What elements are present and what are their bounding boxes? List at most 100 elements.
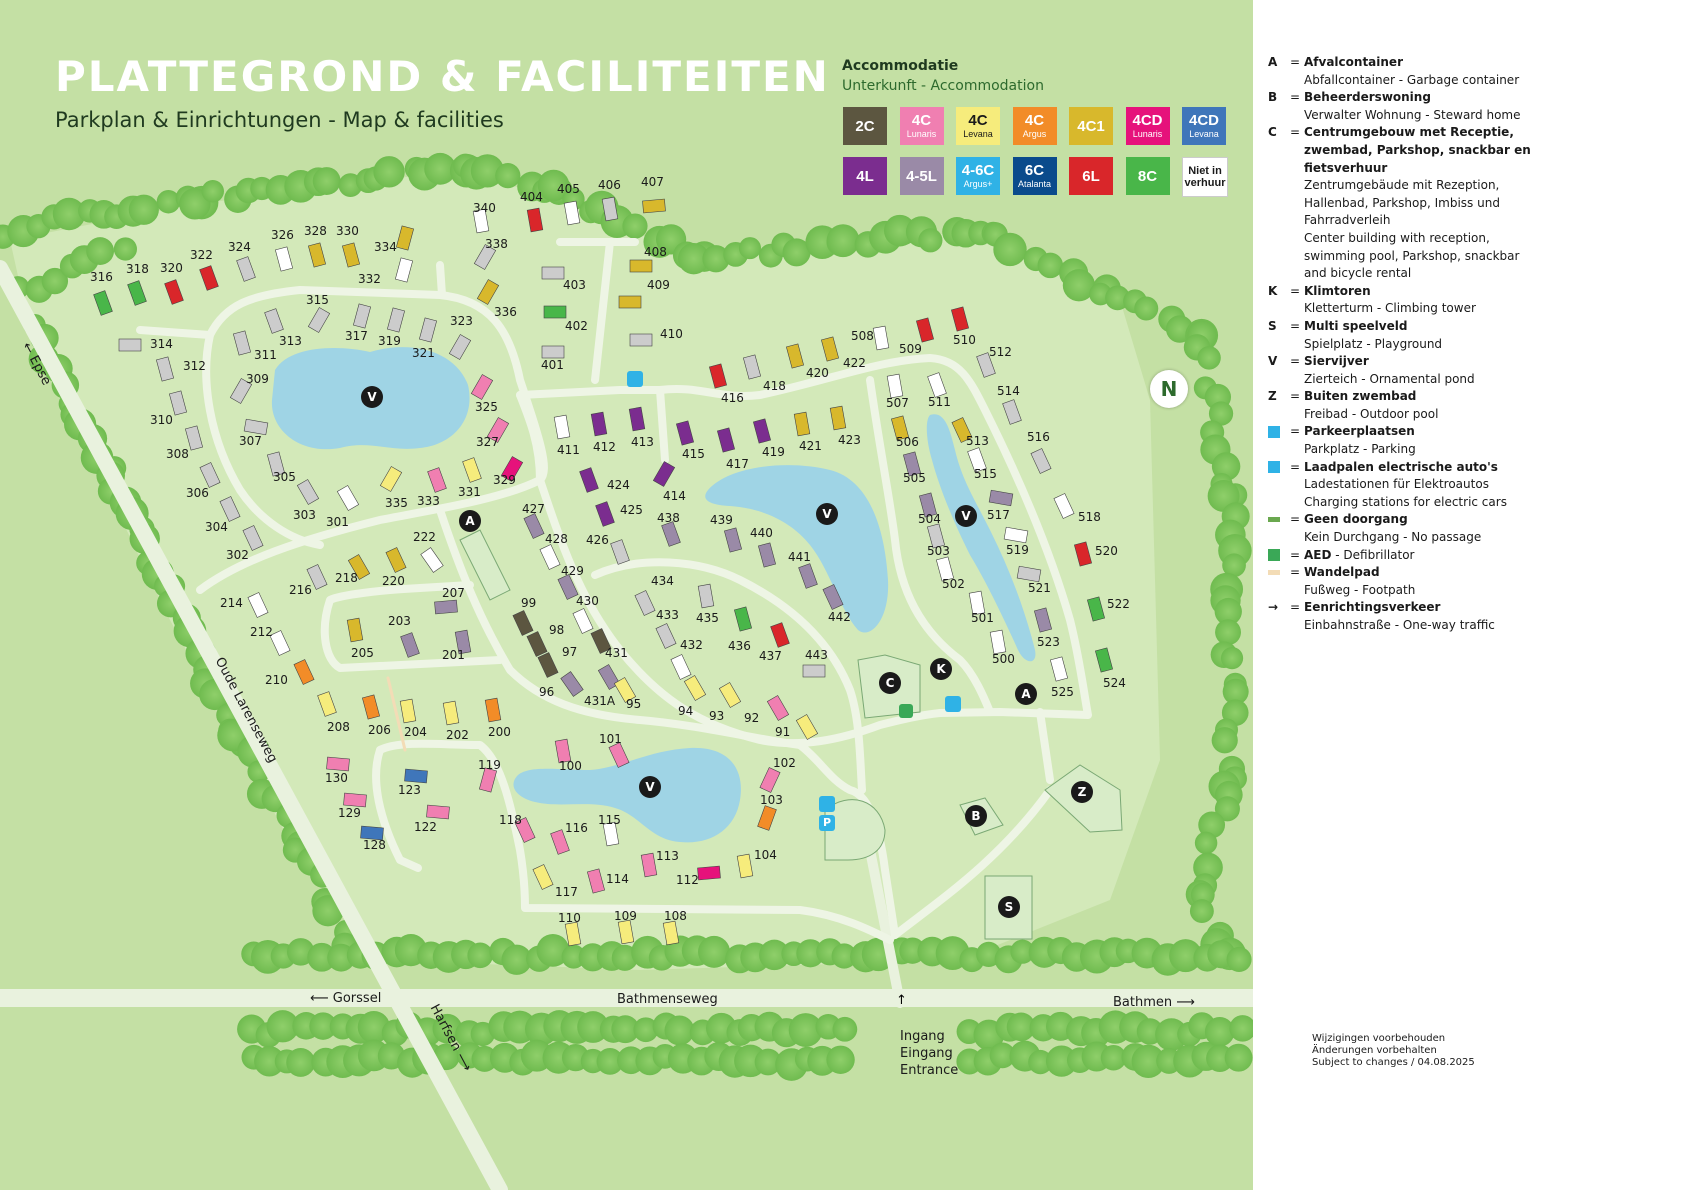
accommodation-unit[interactable] <box>379 466 403 492</box>
accommodation-unit[interactable] <box>661 521 681 547</box>
accommodation-unit[interactable] <box>164 279 184 305</box>
accommodation-unit[interactable] <box>601 196 619 222</box>
accommodation-unit[interactable] <box>360 825 384 841</box>
accommodation-unit[interactable] <box>988 489 1014 507</box>
accommodation-unit[interactable] <box>629 333 653 347</box>
accommodation-unit[interactable] <box>675 420 695 446</box>
accommodation-unit[interactable] <box>553 414 571 440</box>
accommodation-unit[interactable] <box>361 694 381 720</box>
accommodation-unit[interactable] <box>785 343 805 369</box>
accommodation-unit[interactable] <box>118 338 142 352</box>
accommodation-unit[interactable] <box>718 682 742 708</box>
accommodation-unit[interactable] <box>400 632 420 658</box>
accommodation-unit[interactable] <box>293 659 315 685</box>
accommodation-unit[interactable] <box>541 266 565 280</box>
accommodation-unit[interactable] <box>554 738 572 764</box>
accommodation-unit[interactable] <box>590 411 608 437</box>
accommodation-unit[interactable] <box>557 574 579 600</box>
accommodation-unit[interactable] <box>662 920 680 946</box>
accommodation-unit[interactable] <box>219 496 241 522</box>
accommodation-unit[interactable] <box>523 513 545 539</box>
accommodation-unit[interactable] <box>602 821 620 847</box>
accommodation-unit[interactable] <box>269 630 291 656</box>
facility-marker[interactable]: V <box>361 386 383 408</box>
accommodation-unit[interactable] <box>618 295 642 309</box>
accommodation-unit[interactable] <box>655 623 677 649</box>
accommodation-units[interactable] <box>93 196 1114 947</box>
accommodation-unit[interactable] <box>426 804 450 820</box>
accommodation-unit[interactable] <box>1033 607 1053 633</box>
facility-marker[interactable]: Z <box>1071 781 1093 803</box>
accommodation-unit[interactable] <box>579 467 599 493</box>
accommodation-unit[interactable] <box>770 622 790 648</box>
accommodation-unit[interactable] <box>420 547 444 573</box>
accommodation-unit[interactable] <box>326 756 350 772</box>
accommodation-unit[interactable] <box>306 564 328 590</box>
accommodation-unit[interactable] <box>243 418 269 436</box>
accommodation-unit[interactable] <box>820 336 840 362</box>
accommodation-unit[interactable] <box>950 306 970 332</box>
accommodation-unit[interactable] <box>236 256 256 282</box>
accommodation-unit[interactable] <box>385 547 407 573</box>
accommodation-unit[interactable] <box>317 691 337 717</box>
accommodation-unit[interactable] <box>723 527 743 553</box>
accommodation-unit[interactable] <box>759 767 781 793</box>
facility-marker[interactable]: K <box>930 658 952 680</box>
accommodation-unit[interactable] <box>155 356 175 382</box>
accommodation-unit[interactable] <box>935 556 955 582</box>
accommodation-unit[interactable] <box>352 303 372 329</box>
facility-marker[interactable]: A <box>459 510 481 532</box>
accommodation-unit[interactable] <box>394 257 414 283</box>
accommodation-unit[interactable] <box>442 700 460 726</box>
facility-marker[interactable]: V <box>955 505 977 527</box>
accommodation-unit[interactable] <box>560 671 584 697</box>
accommodation-unit[interactable] <box>1003 526 1029 544</box>
accommodation-unit[interactable] <box>199 462 221 488</box>
accommodation-unit[interactable] <box>634 590 656 616</box>
accommodation-unit[interactable] <box>550 829 570 855</box>
accommodation-unit[interactable] <box>563 200 581 226</box>
accommodation-unit[interactable] <box>346 617 364 643</box>
accommodation-unit[interactable] <box>526 207 544 233</box>
accommodation-unit[interactable] <box>341 242 361 268</box>
facility-marker[interactable]: A <box>1015 683 1037 705</box>
accommodation-unit[interactable] <box>564 921 582 947</box>
accommodation-unit[interactable] <box>307 242 327 268</box>
accommodation-unit[interactable] <box>476 279 500 305</box>
entrance-label[interactable]: Ingang Eingang Entrance <box>900 1028 958 1079</box>
accommodation-unit[interactable] <box>1094 647 1114 673</box>
accommodation-unit[interactable] <box>742 354 762 380</box>
accommodation-unit[interactable] <box>232 330 252 356</box>
accommodation-unit[interactable] <box>1016 565 1042 583</box>
accommodation-unit[interactable] <box>976 352 996 378</box>
accommodation-unit[interactable] <box>1086 596 1106 622</box>
accommodation-unit[interactable] <box>628 406 646 432</box>
accommodation-unit[interactable] <box>795 714 819 740</box>
accommodation-unit[interactable] <box>343 792 367 808</box>
accommodation-unit[interactable] <box>512 610 534 636</box>
accommodation-unit[interactable] <box>802 664 826 678</box>
accommodation-unit[interactable] <box>247 592 269 618</box>
accommodation-unit[interactable] <box>543 305 567 319</box>
accommodation-unit[interactable] <box>989 629 1007 655</box>
accommodation-unit[interactable] <box>526 631 548 657</box>
accommodation-unit[interactable] <box>595 501 615 527</box>
accommodation-unit[interactable] <box>264 308 284 334</box>
accommodation-unit[interactable] <box>918 492 938 518</box>
accommodation-unit[interactable] <box>822 584 844 610</box>
accommodation-unit[interactable] <box>640 852 658 878</box>
accommodation-unit[interactable] <box>793 411 811 437</box>
accommodation-unit[interactable] <box>539 544 561 570</box>
accommodation-unit[interactable] <box>572 608 594 634</box>
accommodation-unit[interactable] <box>886 373 904 399</box>
accommodation-unit[interactable] <box>697 865 721 881</box>
accommodation-unit[interactable] <box>242 525 264 551</box>
accommodation-unit[interactable] <box>590 628 612 654</box>
accommodation-unit[interactable] <box>127 280 147 306</box>
accommodation-unit[interactable] <box>307 307 331 333</box>
park-map[interactable]: PLATTEGROND & FACILITEITEN Parkplan & Ei… <box>0 0 1253 1190</box>
accommodation-unit[interactable] <box>708 363 728 389</box>
accommodation-unit[interactable] <box>757 542 777 568</box>
accommodation-unit[interactable] <box>93 290 113 316</box>
accommodation-unit[interactable] <box>404 768 428 784</box>
